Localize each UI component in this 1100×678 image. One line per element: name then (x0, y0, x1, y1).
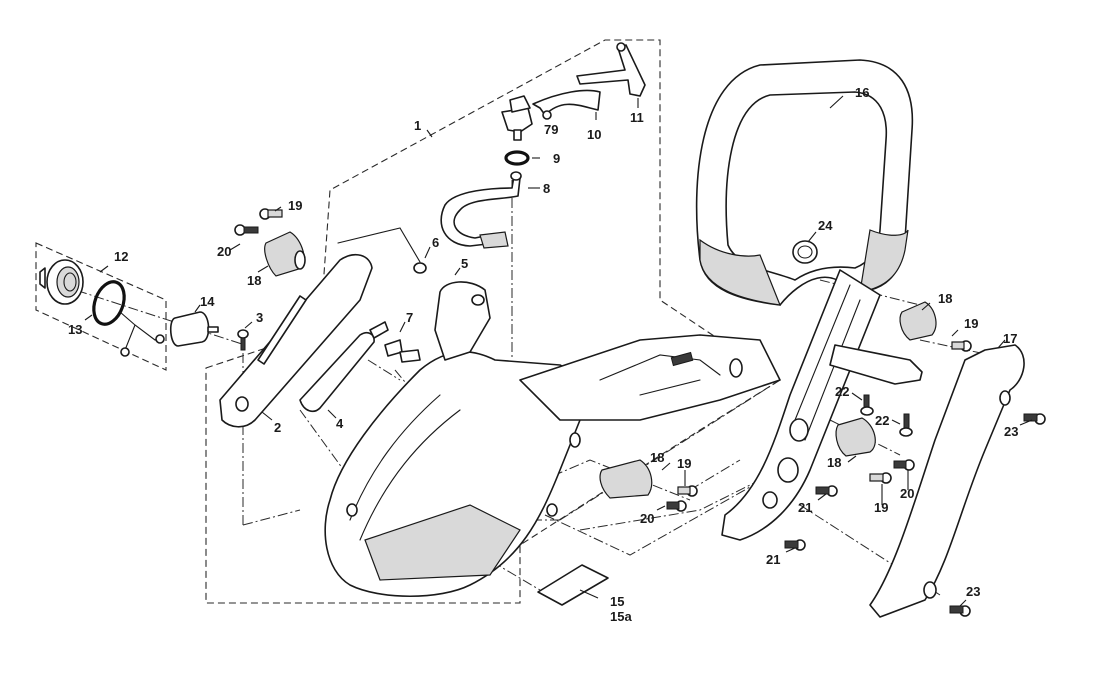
callout-15: 15 (610, 594, 624, 609)
spring-part-18-mid[interactable] (599, 459, 653, 499)
callout-6: 6 (432, 235, 439, 250)
screw-part-22-left[interactable] (860, 394, 874, 416)
screw-part-19-top[interactable] (259, 208, 283, 220)
screw-part-19-right-bottom[interactable] (869, 472, 892, 484)
callout-10: 10 (587, 127, 601, 142)
shroud-part-5[interactable] (434, 281, 491, 361)
trigger-part-4[interactable] (299, 332, 375, 413)
screw-part-3[interactable] (237, 329, 249, 351)
fuel-pickup-wire (119, 311, 161, 351)
callout-19: 19 (964, 316, 978, 331)
fuel-cap-part-12[interactable] (39, 259, 84, 305)
callout-22: 22 (835, 384, 849, 399)
screw-part-21-upper[interactable] (815, 485, 838, 497)
screw-part-19-right-top[interactable] (951, 340, 972, 352)
front-handle-part-16[interactable] (695, 59, 914, 541)
callout-13: 13 (68, 322, 82, 337)
oring-part-13[interactable] (88, 278, 129, 329)
callout-21: 21 (766, 552, 780, 567)
callout-18: 18 (247, 273, 261, 288)
callout-3: 3 (256, 310, 263, 325)
callout-2: 2 (274, 420, 281, 435)
callout-9: 9 (553, 151, 560, 166)
label-part-15[interactable] (537, 564, 609, 606)
screw-part-20-top[interactable] (234, 224, 259, 236)
callout-18: 18 (650, 450, 664, 465)
spring-part-18-top[interactable] (264, 231, 306, 277)
callout-17: 17 (1003, 331, 1017, 346)
screw-part-23-lower[interactable] (949, 605, 971, 617)
leader-lines (84, 95, 1033, 607)
callout-14: 14 (200, 294, 215, 309)
spring-part-18-right-bottom[interactable] (835, 417, 876, 457)
rear-handle-cover-part-17[interactable] (869, 344, 1025, 618)
screw-part-23-upper[interactable] (1023, 413, 1046, 425)
callout-8: 8 (543, 181, 550, 196)
fuel-hose-part-8[interactable] (440, 171, 522, 249)
callout-16: 16 (855, 85, 869, 100)
screw-part-21-lower[interactable] (784, 539, 806, 551)
bracket-plate (829, 344, 923, 385)
valve-part-79[interactable] (501, 95, 533, 141)
callout-5: 5 (461, 256, 468, 271)
callout-4: 4 (336, 416, 344, 431)
screw-part-20-mid[interactable] (666, 500, 687, 512)
callout-79: 79 (544, 122, 558, 137)
callout-19: 19 (874, 500, 888, 515)
callout-18: 18 (827, 455, 841, 470)
callout-24: 24 (818, 218, 833, 233)
rod-part-6-ring (413, 262, 427, 274)
hose-part-11[interactable] (576, 42, 646, 97)
callout-18: 18 (938, 291, 952, 306)
callout-11: 11 (630, 110, 644, 125)
screw-part-22-right[interactable] (899, 413, 913, 437)
oring-part-9[interactable] (504, 150, 530, 166)
callout-20: 20 (900, 486, 914, 501)
bushing-part-24[interactable] (792, 240, 818, 264)
callout-7: 7 (406, 310, 413, 325)
callout-15a: 15a (610, 609, 632, 624)
callout-23: 23 (1004, 424, 1018, 439)
callout-labels: 1 2 3 4 5 6 7 8 9 10 11 12 13 14 15 15a … (68, 85, 1018, 624)
callout-21: 21 (798, 500, 812, 515)
fuel-filter-part-14[interactable] (169, 311, 219, 347)
pickup-weight (155, 334, 165, 344)
hose-part-10[interactable] (532, 89, 601, 120)
callout-22: 22 (875, 413, 889, 428)
pins-part-7[interactable] (369, 321, 421, 363)
callout-19: 19 (677, 456, 691, 471)
spring-part-18-right-top[interactable] (899, 301, 937, 341)
callout-1: 1 (414, 118, 421, 133)
rod-part-6[interactable] (337, 227, 421, 263)
pickup-weight (120, 347, 130, 357)
screw-part-20-right[interactable] (893, 459, 915, 471)
screw-part-19-mid[interactable] (677, 485, 698, 497)
top-cover-part-2[interactable] (219, 253, 373, 428)
callout-19: 19 (288, 198, 302, 213)
callout-12: 12 (114, 249, 128, 264)
callout-23: 23 (966, 584, 980, 599)
fuel-cap-group-boundary (35, 242, 167, 371)
main-housing-part-1[interactable] (324, 334, 781, 598)
callout-20: 20 (640, 511, 654, 526)
callout-20: 20 (217, 244, 231, 259)
